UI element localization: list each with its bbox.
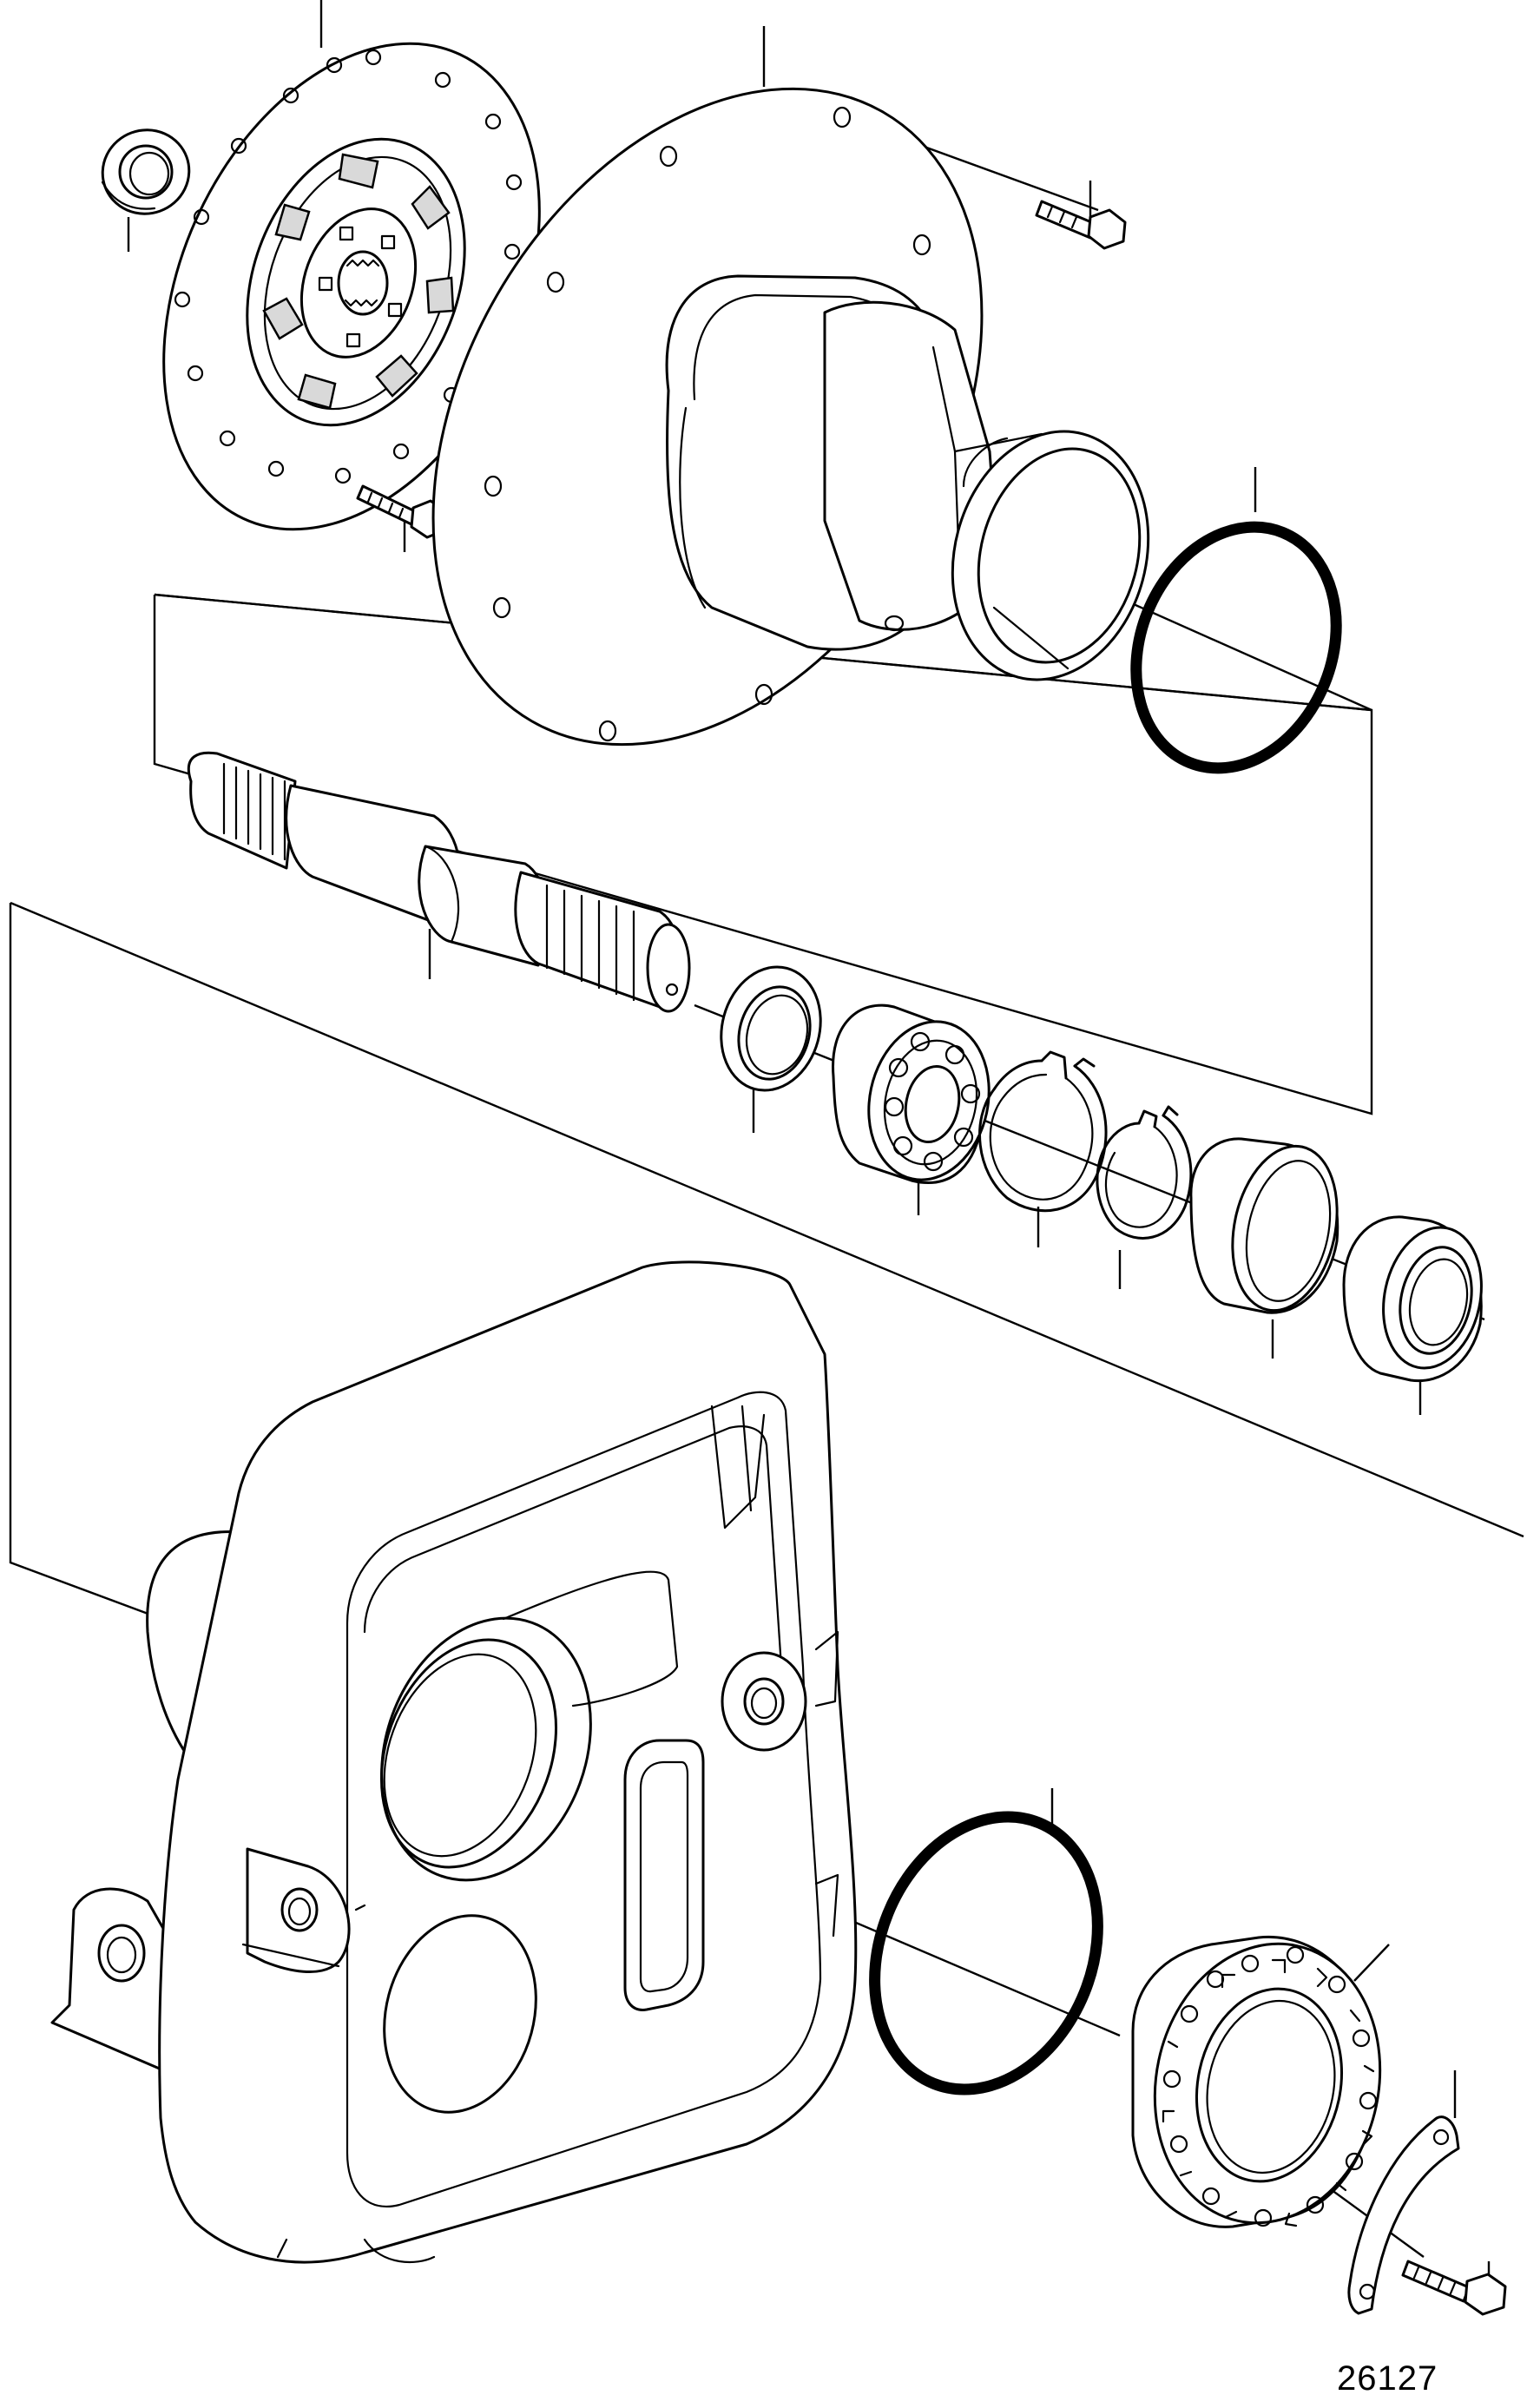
input-shaft [187, 751, 691, 1013]
o-ring-lower [869, 1811, 1103, 2095]
oil-seal-right [1342, 1215, 1483, 1383]
damper-springs [262, 153, 455, 410]
lock-plate [1347, 2115, 1460, 2315]
leader-lines [127, 0, 1491, 2300]
adapter-flange [431, 87, 1150, 747]
cover-bolt-holes [1162, 1945, 1378, 2227]
shaft-splines-rear [222, 762, 286, 861]
seal-ring [720, 965, 822, 1092]
oil-seal-small [101, 128, 191, 215]
figure-number: 26127 [1337, 2359, 1438, 2398]
ball-bearing [832, 1003, 991, 1184]
flange-bolt [1035, 200, 1127, 250]
circlip-small [1096, 1105, 1193, 1240]
assembly-frame-lower [9, 901, 1524, 1625]
o-ring-upper [1130, 521, 1342, 774]
gearbox-housing [50, 1260, 858, 2264]
circlip-large [978, 1050, 1108, 1213]
cover-tabs [1162, 1958, 1375, 2227]
cover-bolt [1401, 2260, 1507, 2316]
sleeve [1189, 1137, 1339, 1314]
bearing-balls [884, 1031, 981, 1172]
flange-bolt-holes [484, 106, 931, 742]
bearing-cover [1131, 1935, 1382, 2228]
shaft-splines-front [545, 884, 635, 1002]
hub-windows [318, 226, 403, 348]
damper-plate [162, 42, 541, 531]
